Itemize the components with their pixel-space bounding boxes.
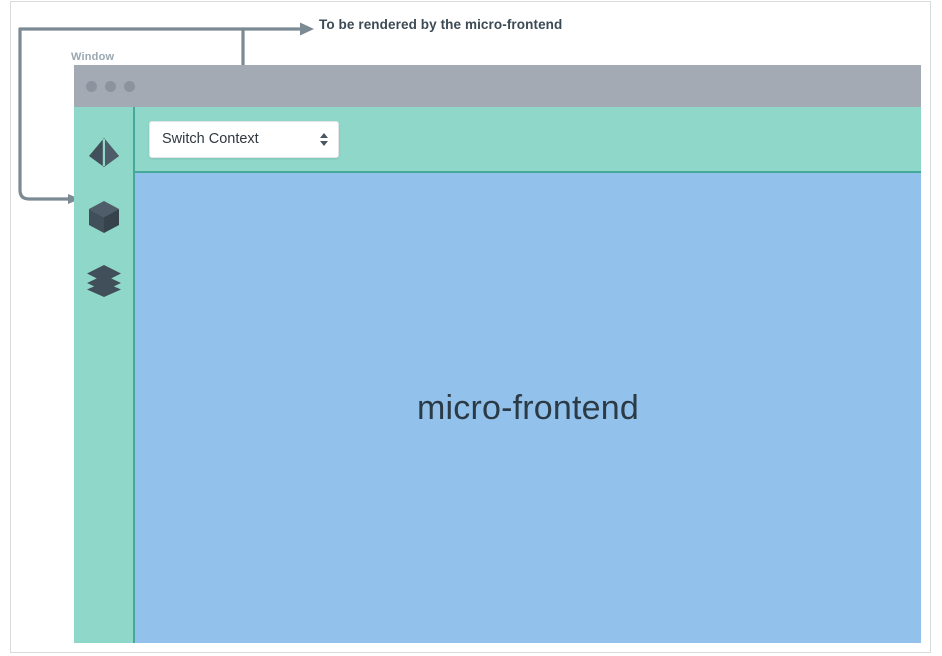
- window-mockup: Switch Context micro-frontend: [74, 65, 921, 643]
- diamond-icon: [88, 138, 119, 167]
- switch-context-value: Switch Context: [162, 131, 259, 147]
- sidebar-item-cube[interactable]: [84, 197, 124, 237]
- window-titlebar: [74, 65, 921, 107]
- sidebar-item-diamond[interactable]: [84, 133, 124, 173]
- connector-to-sidebar: [18, 27, 70, 201]
- micro-frontend-title: micro-frontend: [417, 388, 639, 427]
- sidebar-item-layers[interactable]: [84, 261, 124, 301]
- cube-icon: [88, 201, 119, 233]
- app-sidebar: [74, 107, 135, 643]
- zoom-dot[interactable]: [124, 80, 135, 92]
- arrow-right-icon: [300, 22, 314, 36]
- close-dot[interactable]: [86, 80, 97, 92]
- annotation-callout-text: To be rendered by the micro-frontend: [319, 17, 563, 32]
- switch-context-select[interactable]: Switch Context: [149, 120, 339, 158]
- window-label: Window: [71, 51, 115, 63]
- micro-frontend-region: micro-frontend: [135, 173, 921, 643]
- minimize-dot[interactable]: [105, 80, 116, 92]
- app-topbar: Switch Context: [135, 107, 921, 173]
- window-body: Switch Context micro-frontend: [74, 107, 921, 643]
- layers-icon: [86, 265, 121, 297]
- updown-stepper-icon: [320, 132, 328, 146]
- content-column: Switch Context micro-frontend: [135, 107, 921, 643]
